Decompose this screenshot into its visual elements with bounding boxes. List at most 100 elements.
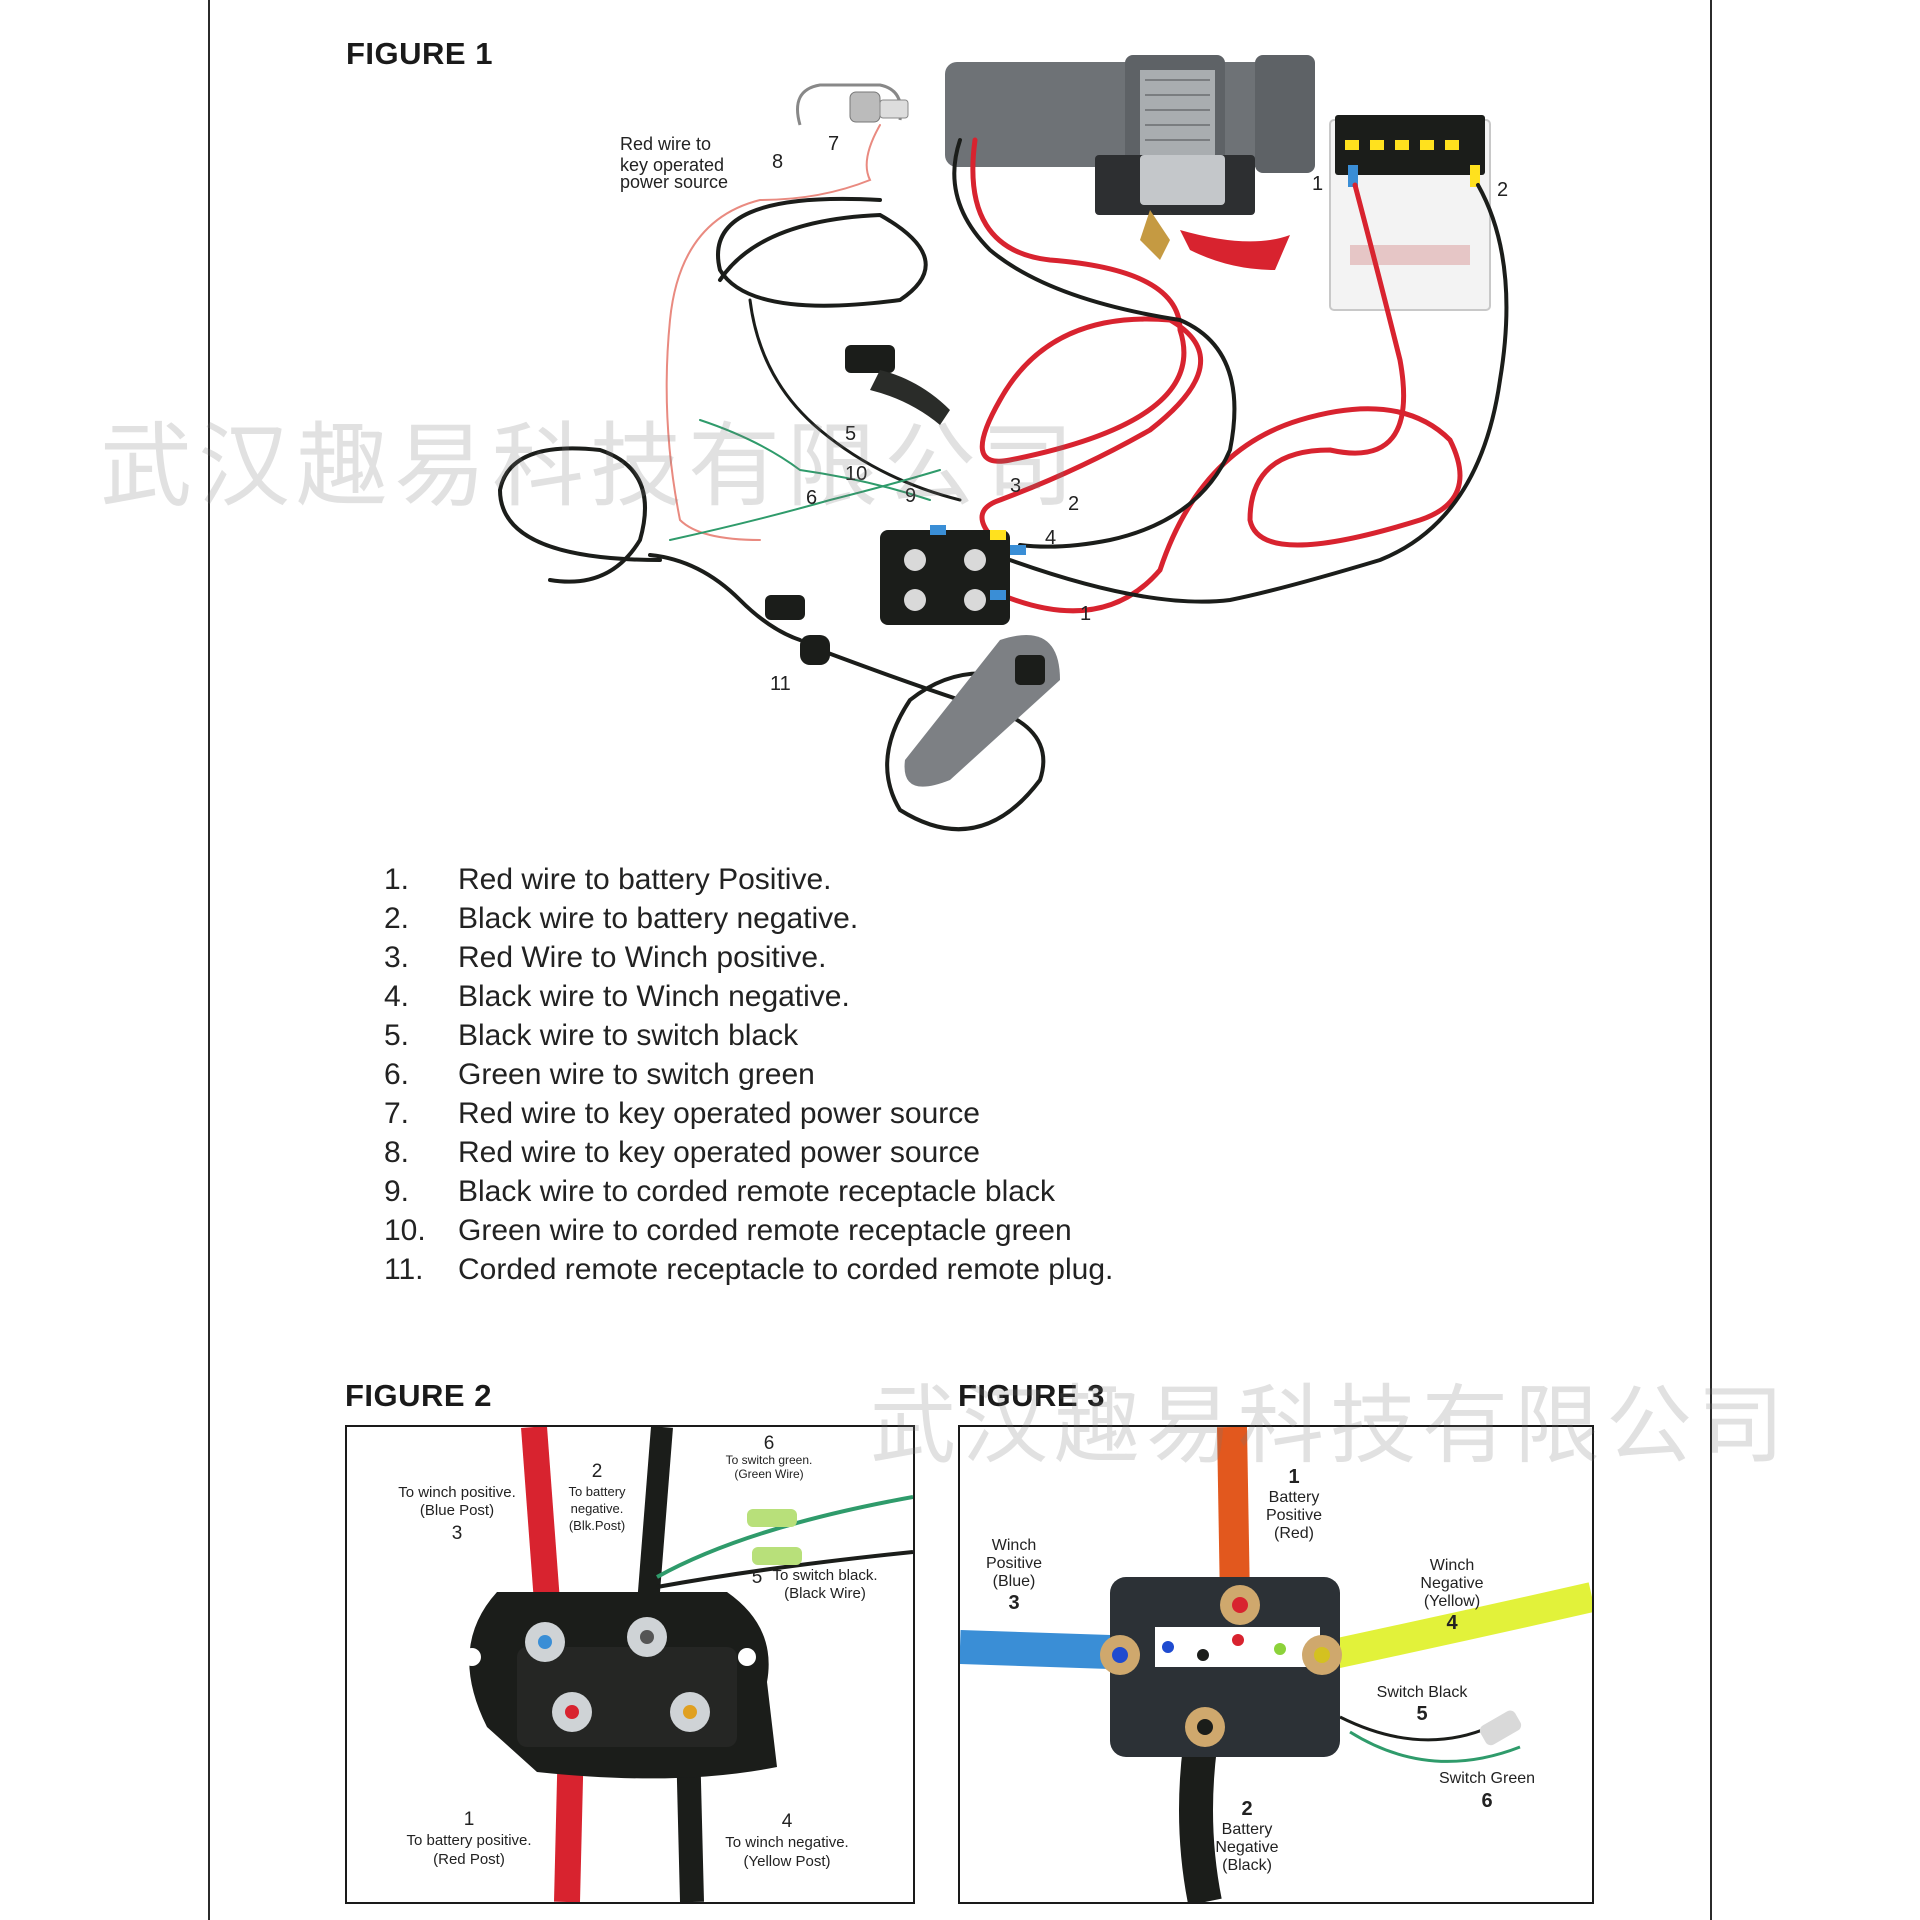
callout-5: 5 (845, 423, 856, 445)
corded-remote-icon (904, 635, 1060, 787)
callout-6: 6 (806, 487, 817, 509)
legend-item-text: Black wire to battery negative. (458, 901, 859, 935)
fig3-switch-black-text: Switch Black (1377, 1684, 1469, 1701)
fig3-winch-pos-line2: Positive (986, 1555, 1042, 1572)
fig3-winch-neg-line1: Winch (1430, 1557, 1474, 1574)
fig3-batt-pos-line1: Battery (1269, 1489, 1320, 1506)
callout-7: 7 (828, 133, 839, 155)
receptacle-coil (497, 446, 662, 584)
legend-item: 1. Red wire to battery Positive. (384, 860, 1284, 899)
fig2-switch-green-line1: To switch green. (726, 1453, 813, 1467)
figure1-wiring-illustration: Red wire to key operated power source 1 … (497, 55, 1509, 832)
legend-item-text: Black wire to switch black (458, 1018, 799, 1052)
fig2-batt-neg-num: 2 (592, 1461, 603, 1482)
black-wire-battery-negative (1008, 183, 1509, 604)
figure2-panel: To winch positive. (Blue Post) 3 2 To ba… (345, 1425, 915, 1904)
left-border-line (208, 0, 210, 1920)
legend-item-number: 11. (384, 1252, 424, 1286)
fig3-winch-pos-line3: (Blue) (993, 1573, 1036, 1590)
callout-1: 1 (1312, 173, 1323, 195)
callout-3: 3 (1010, 475, 1021, 497)
green-wire-receptacle (669, 469, 941, 541)
figure1-title: FIGURE 1 (346, 36, 493, 71)
fig2-batt-pos-line2: (Red Post) (433, 1851, 505, 1868)
fig3-batt-neg-line3: (Black) (1222, 1857, 1272, 1874)
battery-icon (1329, 115, 1491, 311)
fig2-batt-neg-line2: negative. (571, 1501, 624, 1516)
legend-item-text: Green wire to switch green (458, 1057, 815, 1091)
legend-item: 9. Black wire to corded remote receptacle… (384, 1172, 1284, 1211)
callout-8: 8 (772, 151, 783, 173)
legend-item: 2. Black wire to battery negative. (384, 899, 1284, 938)
fig2-winch-pos-line2: (Blue Post) (420, 1502, 494, 1519)
fig3-batt-neg-line1: Battery (1222, 1821, 1273, 1838)
legend-item: 10.Green wire to corded remote receptacl… (384, 1211, 1284, 1250)
legend-item: 7. Red wire to key operated power source (384, 1094, 1284, 1133)
fig2-winch-neg-line2: (Yellow Post) (744, 1853, 831, 1870)
callout-10: 10 (845, 463, 867, 485)
key-source-annotation-line3: power source (620, 172, 728, 192)
right-border-line (1710, 0, 1712, 1920)
callout-11: 11 (770, 673, 791, 695)
legend-item-number: 6. (384, 1057, 410, 1091)
fig3-switch-black-num: 5 (1416, 1703, 1427, 1725)
fig3-batt-pos-num: 1 (1288, 1466, 1299, 1488)
fig3-batt-pos-line3: (Red) (1274, 1525, 1314, 1542)
legend-item-number: 4. (384, 979, 410, 1013)
fig3-batt-neg-num: 2 (1241, 1798, 1252, 1820)
callout-2b: 2 (1068, 493, 1079, 515)
legend-item-text: Red wire to battery Positive. (458, 862, 832, 896)
legend-item-text: Red wire to key operated power source (458, 1096, 980, 1130)
fig2-batt-neg-line1: To battery (568, 1484, 626, 1499)
figure3-title: FIGURE 3 (958, 1378, 1105, 1413)
legend-item: 4.Black wire to Winch negative. (384, 977, 1284, 1016)
fig2-winch-neg-num: 4 (782, 1811, 793, 1832)
callout-4: 4 (1045, 527, 1056, 549)
legend-item-number: 5. (384, 1018, 410, 1052)
legend-item-text: Red Wire to Winch positive. (458, 940, 827, 974)
winch-icon (945, 55, 1315, 270)
remote-receptacle-icon (765, 595, 830, 665)
handlebar-switch-icon (845, 345, 950, 425)
contactor-block-icon (880, 525, 1026, 625)
legend-item-number: 10. (384, 1213, 426, 1247)
switch-harness-coil (716, 196, 928, 308)
legend-item-number: 1. (384, 862, 410, 896)
remote-cord-coil (818, 648, 1046, 832)
red-wire-key-power (665, 124, 881, 541)
legend-item: 6. Green wire to switch green (384, 1055, 1284, 1094)
callout-1b: 1 (1080, 603, 1091, 625)
fig3-winch-pos-num: 3 (1008, 1592, 1019, 1614)
legend-item-text: Corded remote receptacle to corded remot… (458, 1252, 1114, 1286)
red-wire-battery-positive (987, 182, 1463, 614)
legend-item-number: 2. (384, 901, 410, 935)
ignition-key-icon (796, 83, 909, 126)
watermark-top: 武汉趣易科技有限公司 (100, 413, 1081, 520)
fig2-switch-green-num: 6 (764, 1433, 775, 1454)
figure2-contactor-diagram: To winch positive. (Blue Post) 3 2 To ba… (398, 1427, 913, 1902)
key-source-annotation-line1: Red wire to (620, 134, 711, 154)
fig2-batt-neg-line3: (Blk.Post) (569, 1518, 625, 1533)
callout-9: 9 (905, 485, 916, 507)
fig3-switch-green-num: 6 (1481, 1790, 1492, 1812)
fig3-batt-neg-line2: Negative (1215, 1839, 1278, 1856)
legend-item-text: Black wire to corded remote receptacle b… (458, 1174, 1055, 1208)
fig3-winch-neg-num: 4 (1446, 1612, 1458, 1634)
fig3-winch-pos-line1: Winch (992, 1537, 1036, 1554)
fig2-switch-black-line2: (Black Wire) (784, 1585, 866, 1602)
red-wire-winch-positive (970, 137, 1204, 538)
fig2-batt-pos-num: 1 (464, 1809, 475, 1830)
legend-item: 5. Black wire to switch black (384, 1016, 1284, 1055)
legend-item-number: 3. (384, 940, 410, 974)
green-wire-switch (699, 419, 931, 501)
fig3-batt-pos-line2: Positive (1266, 1507, 1322, 1524)
fig2-switch-black-num: 5 (752, 1567, 763, 1588)
legend-item-number: 7. (384, 1096, 410, 1130)
fig2-winch-neg-line1: To winch negative. (725, 1834, 848, 1851)
fig2-winch-pos-num: 3 (452, 1523, 463, 1544)
legend-item-text: Red wire to key operated power source (458, 1135, 980, 1169)
figure1-legend: 1. Red wire to battery Positive. 2. Black w… (384, 860, 1284, 1289)
fig2-batt-pos-line1: To battery positive. (406, 1832, 531, 1849)
callout-2: 2 (1497, 179, 1508, 201)
legend-item-number: 9. (384, 1174, 410, 1208)
